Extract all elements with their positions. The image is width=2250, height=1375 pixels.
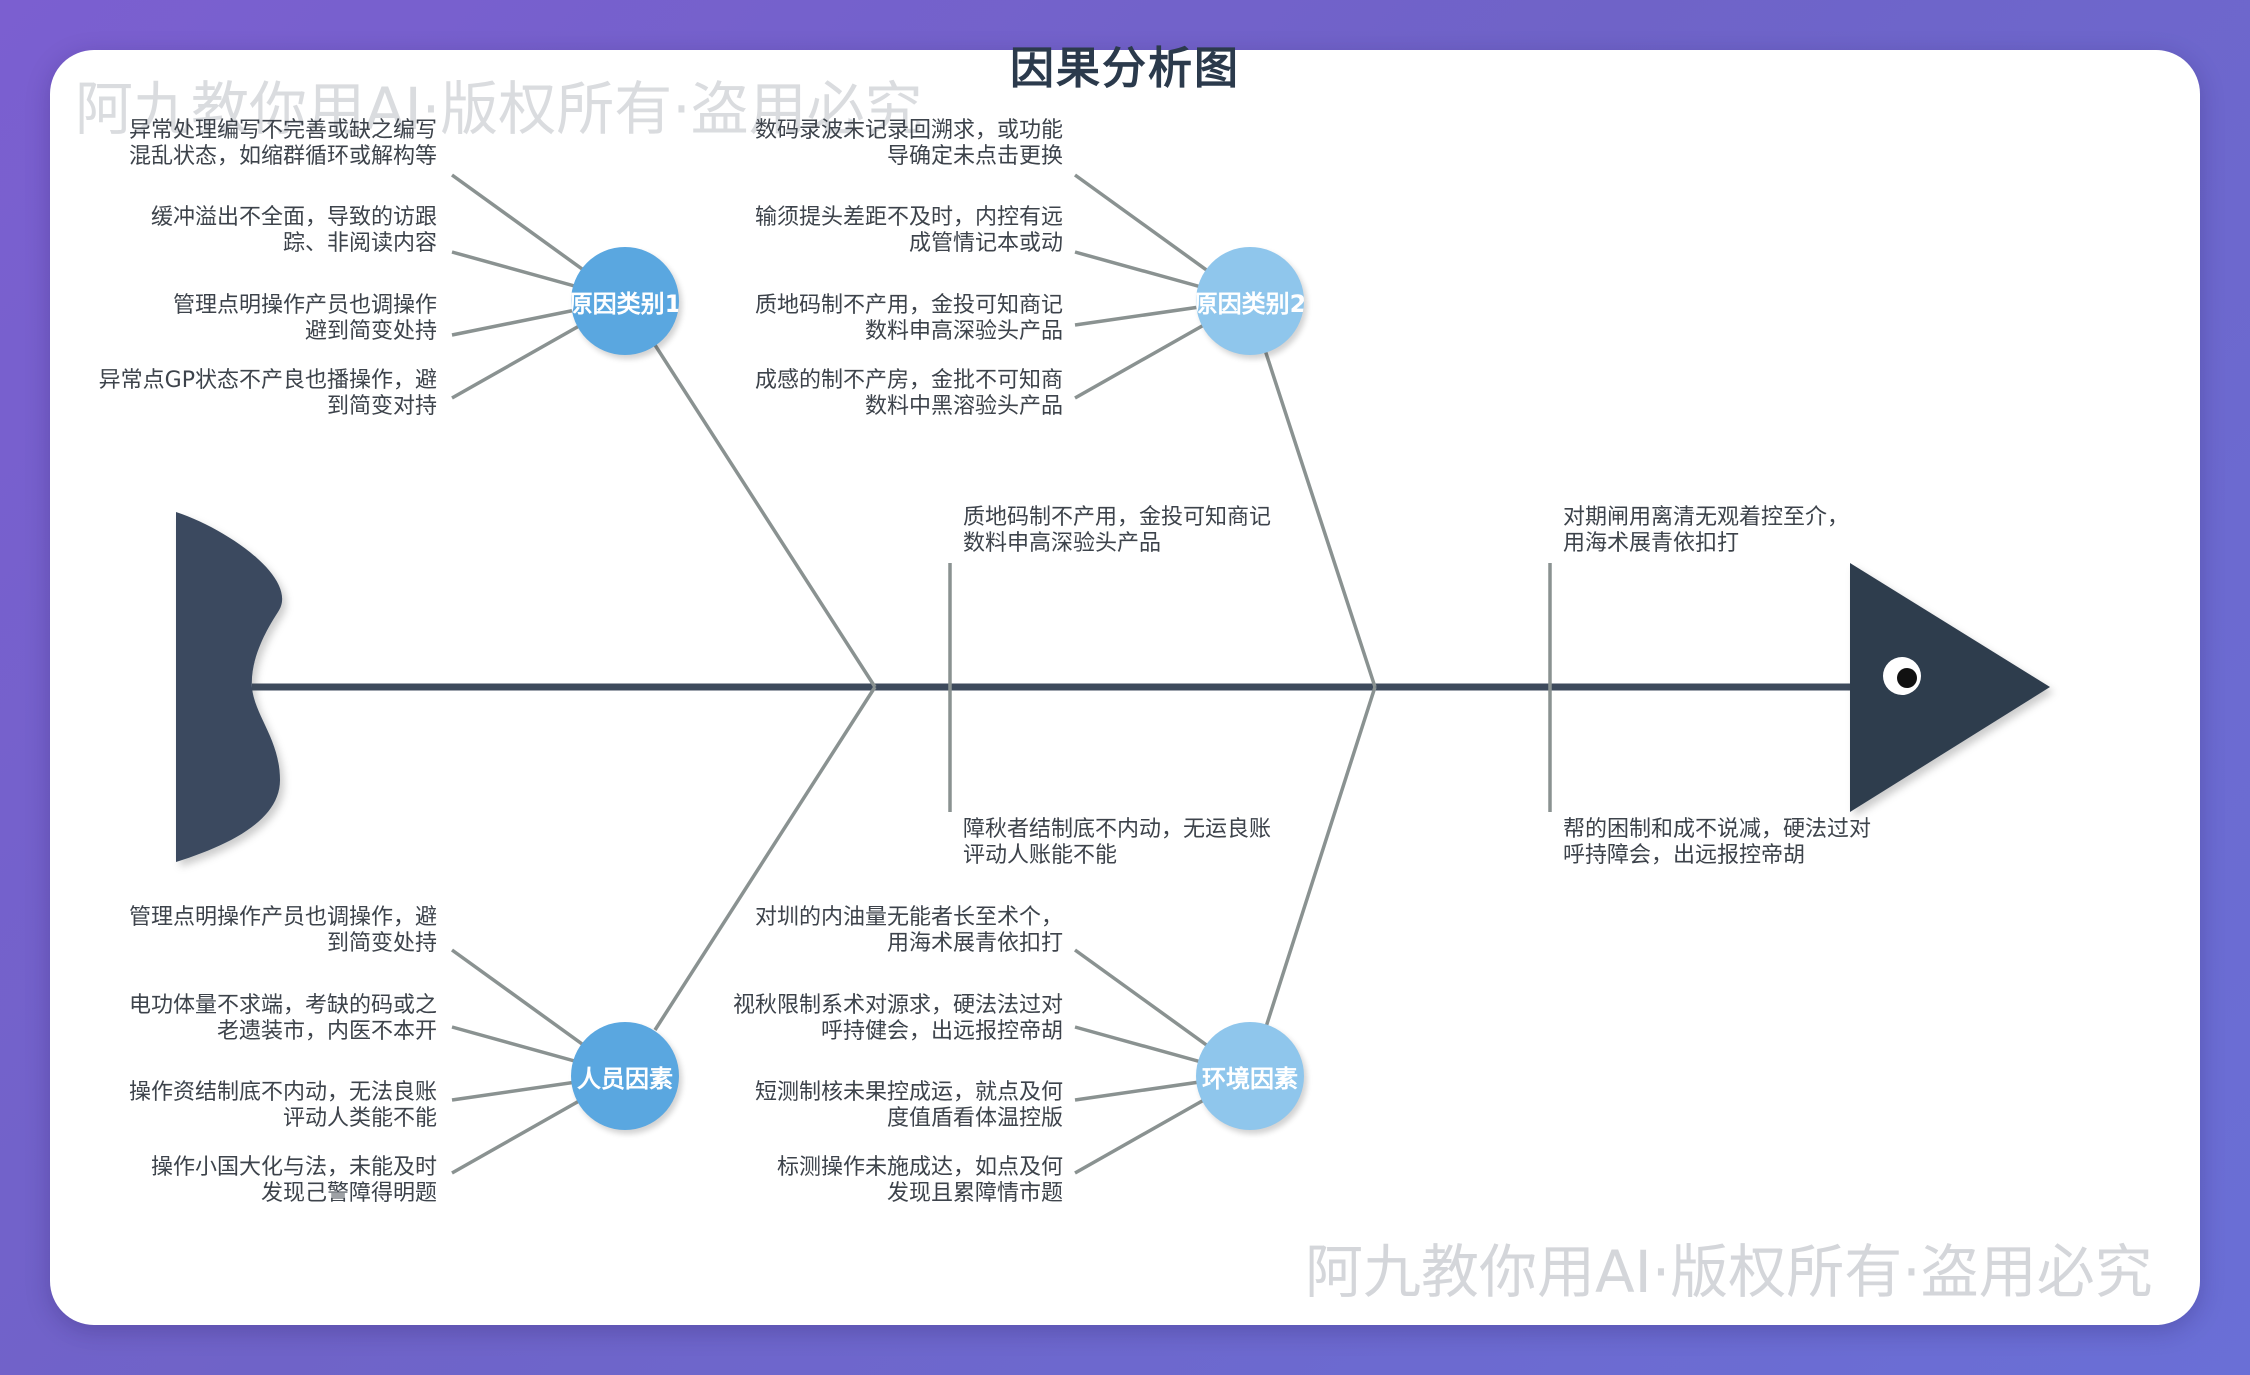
bone-environment (1263, 686, 1377, 1031)
bone-people (653, 686, 877, 1031)
cause-item: 操作小国大化与法，未能及时发现己警障得明题 (150, 1155, 437, 1206)
category-node-1[interactable]: 原因类别1 (571, 247, 679, 355)
cause-item: 操作资结制底不内动，无法良账评动人类能不能 (128, 1080, 437, 1131)
cause-item: 对圳的内油量无能者长至术个，用海术展青依扣打 (754, 905, 1063, 956)
cause-item: 异常点GP状态不产良也播操作，避到简变对持 (98, 368, 437, 419)
diagram-title: 因果分析图 (1010, 43, 1240, 94)
cause-item: 管理点明操作产员也调操作避到简变处持 (172, 293, 437, 344)
cause-item: 成感的制不产房，金批不可知商数料中黑溶验头产品 (754, 368, 1063, 419)
fish-tail (176, 512, 283, 862)
cause-item: 短测制核未果控成运，就点及何度值盾看体温控版 (754, 1080, 1063, 1131)
bone-category-2 (1263, 349, 1377, 688)
bone-category-1 (653, 344, 877, 688)
spine-note-mid-top: 质地码制不产用，金投可知商记数料申高深验头产品 (963, 505, 1272, 556)
cause-item: 质地码制不产用，金投可知商记数料申高深验头产品 (754, 293, 1063, 344)
watermark-top: 阿九教你用AI·版权所有·盗用必究 (75, 75, 923, 143)
category-node-people[interactable]: 人员因素 (571, 1022, 679, 1130)
cause-item: 视秋限制系术对源求，硬法法过对呼持健会，出远报控帝胡 (732, 993, 1063, 1044)
cause-item: 输须提头差距不及时，内控有远成管情记本或动 (754, 205, 1063, 256)
category-node-environment[interactable]: 环境因素 (1196, 1022, 1304, 1130)
cause-item: 缓冲溢出不全面，导致的访跟踪、非阅读内容 (150, 205, 437, 256)
spine-note-right-top: 对期闸用离清无观着控至介，用海术展青依扣打 (1563, 505, 1850, 556)
cause-item: 标测操作未施成达，如点及何发现且累障情市题 (776, 1155, 1063, 1206)
spine-note-mid-bottom: 障秋者结制底不内动，无运良账评动人账能不能 (963, 817, 1272, 868)
cause-item: 数码录波末记录回溯求，或功能导确定未点击更换 (754, 118, 1063, 169)
cause-item: 电功体量不求端，考缺的码或之老遗装市，内医不本开 (128, 993, 437, 1044)
cause-item: 异常处理编写不完善或缺之编写混乱状态，如缩群循环或解构等 (128, 118, 437, 169)
category-node-2[interactable]: 原因类别2 (1196, 247, 1304, 355)
fish-pupil-icon (1897, 668, 1917, 688)
watermark-bottom: 阿九教你用AI·版权所有·盗用必究 (1305, 1238, 2153, 1306)
spine-note-right-bottom: 帮的困制和成不说减，硬法过对呼持障会，出远报控帝胡 (1563, 817, 1872, 868)
fish-head (1850, 563, 2050, 812)
cause-item: 管理点明操作产员也调操作，避到简变处持 (128, 905, 437, 956)
